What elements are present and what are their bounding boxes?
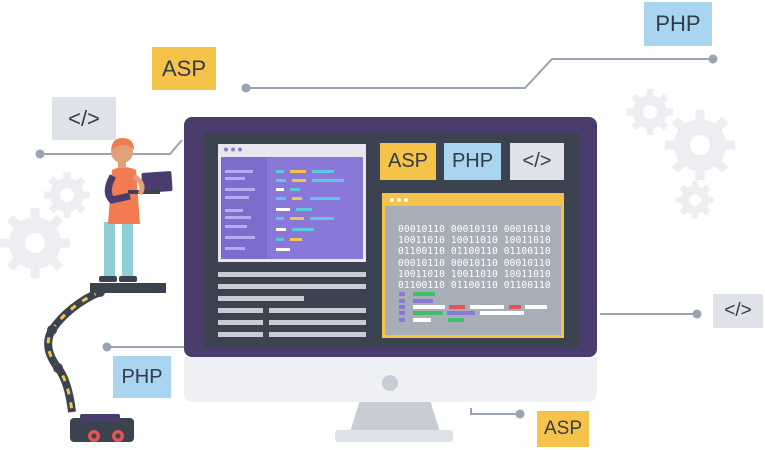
- asp-badge-bottom: ASP: [537, 411, 589, 447]
- binary-line: 01100110 01100110 01100110: [398, 246, 551, 257]
- monitor-stand: [335, 400, 453, 442]
- binary-line: 10011010 10011010 10011010: [398, 235, 551, 246]
- binary-panel: [382, 193, 564, 338]
- binary-line: 01100110 01100110 01100110: [398, 280, 551, 291]
- php-badge-top: PHP: [644, 2, 712, 46]
- gear-icon: [665, 110, 735, 180]
- code-badge-left: </>: [52, 97, 116, 140]
- code-badge-right: </>: [713, 294, 763, 328]
- binary-line: 00010110 00010110 00010110: [398, 224, 551, 235]
- binary-line: 00010110 00010110 00010110: [398, 258, 551, 269]
- laptop-icon: [128, 171, 173, 194]
- gear-icon: [676, 181, 714, 219]
- connector-dots: [35, 54, 718, 419]
- gear-icon-group: [0, 89, 735, 278]
- power-button-icon: [382, 375, 398, 391]
- binary-code-lines: [399, 292, 547, 322]
- php-badge-left: PHP: [113, 356, 171, 398]
- text-placeholder-lines: [218, 272, 366, 337]
- gear-icon: [627, 89, 673, 135]
- screen-tab-asp: ASP: [380, 143, 436, 180]
- asp-badge-top: ASP: [152, 47, 216, 90]
- robotic-arm: [44, 283, 166, 442]
- connector-lines: [40, 58, 713, 415]
- screen-tab-code: </>: [510, 143, 564, 180]
- gear-icon: [0, 208, 70, 278]
- code-editor-window: [218, 144, 366, 262]
- gear-icon: [44, 172, 90, 218]
- screen-tab-php: PHP: [444, 143, 501, 180]
- binary-line: 10011010 10011010 10011010: [398, 269, 551, 280]
- developer-person: [99, 138, 173, 282]
